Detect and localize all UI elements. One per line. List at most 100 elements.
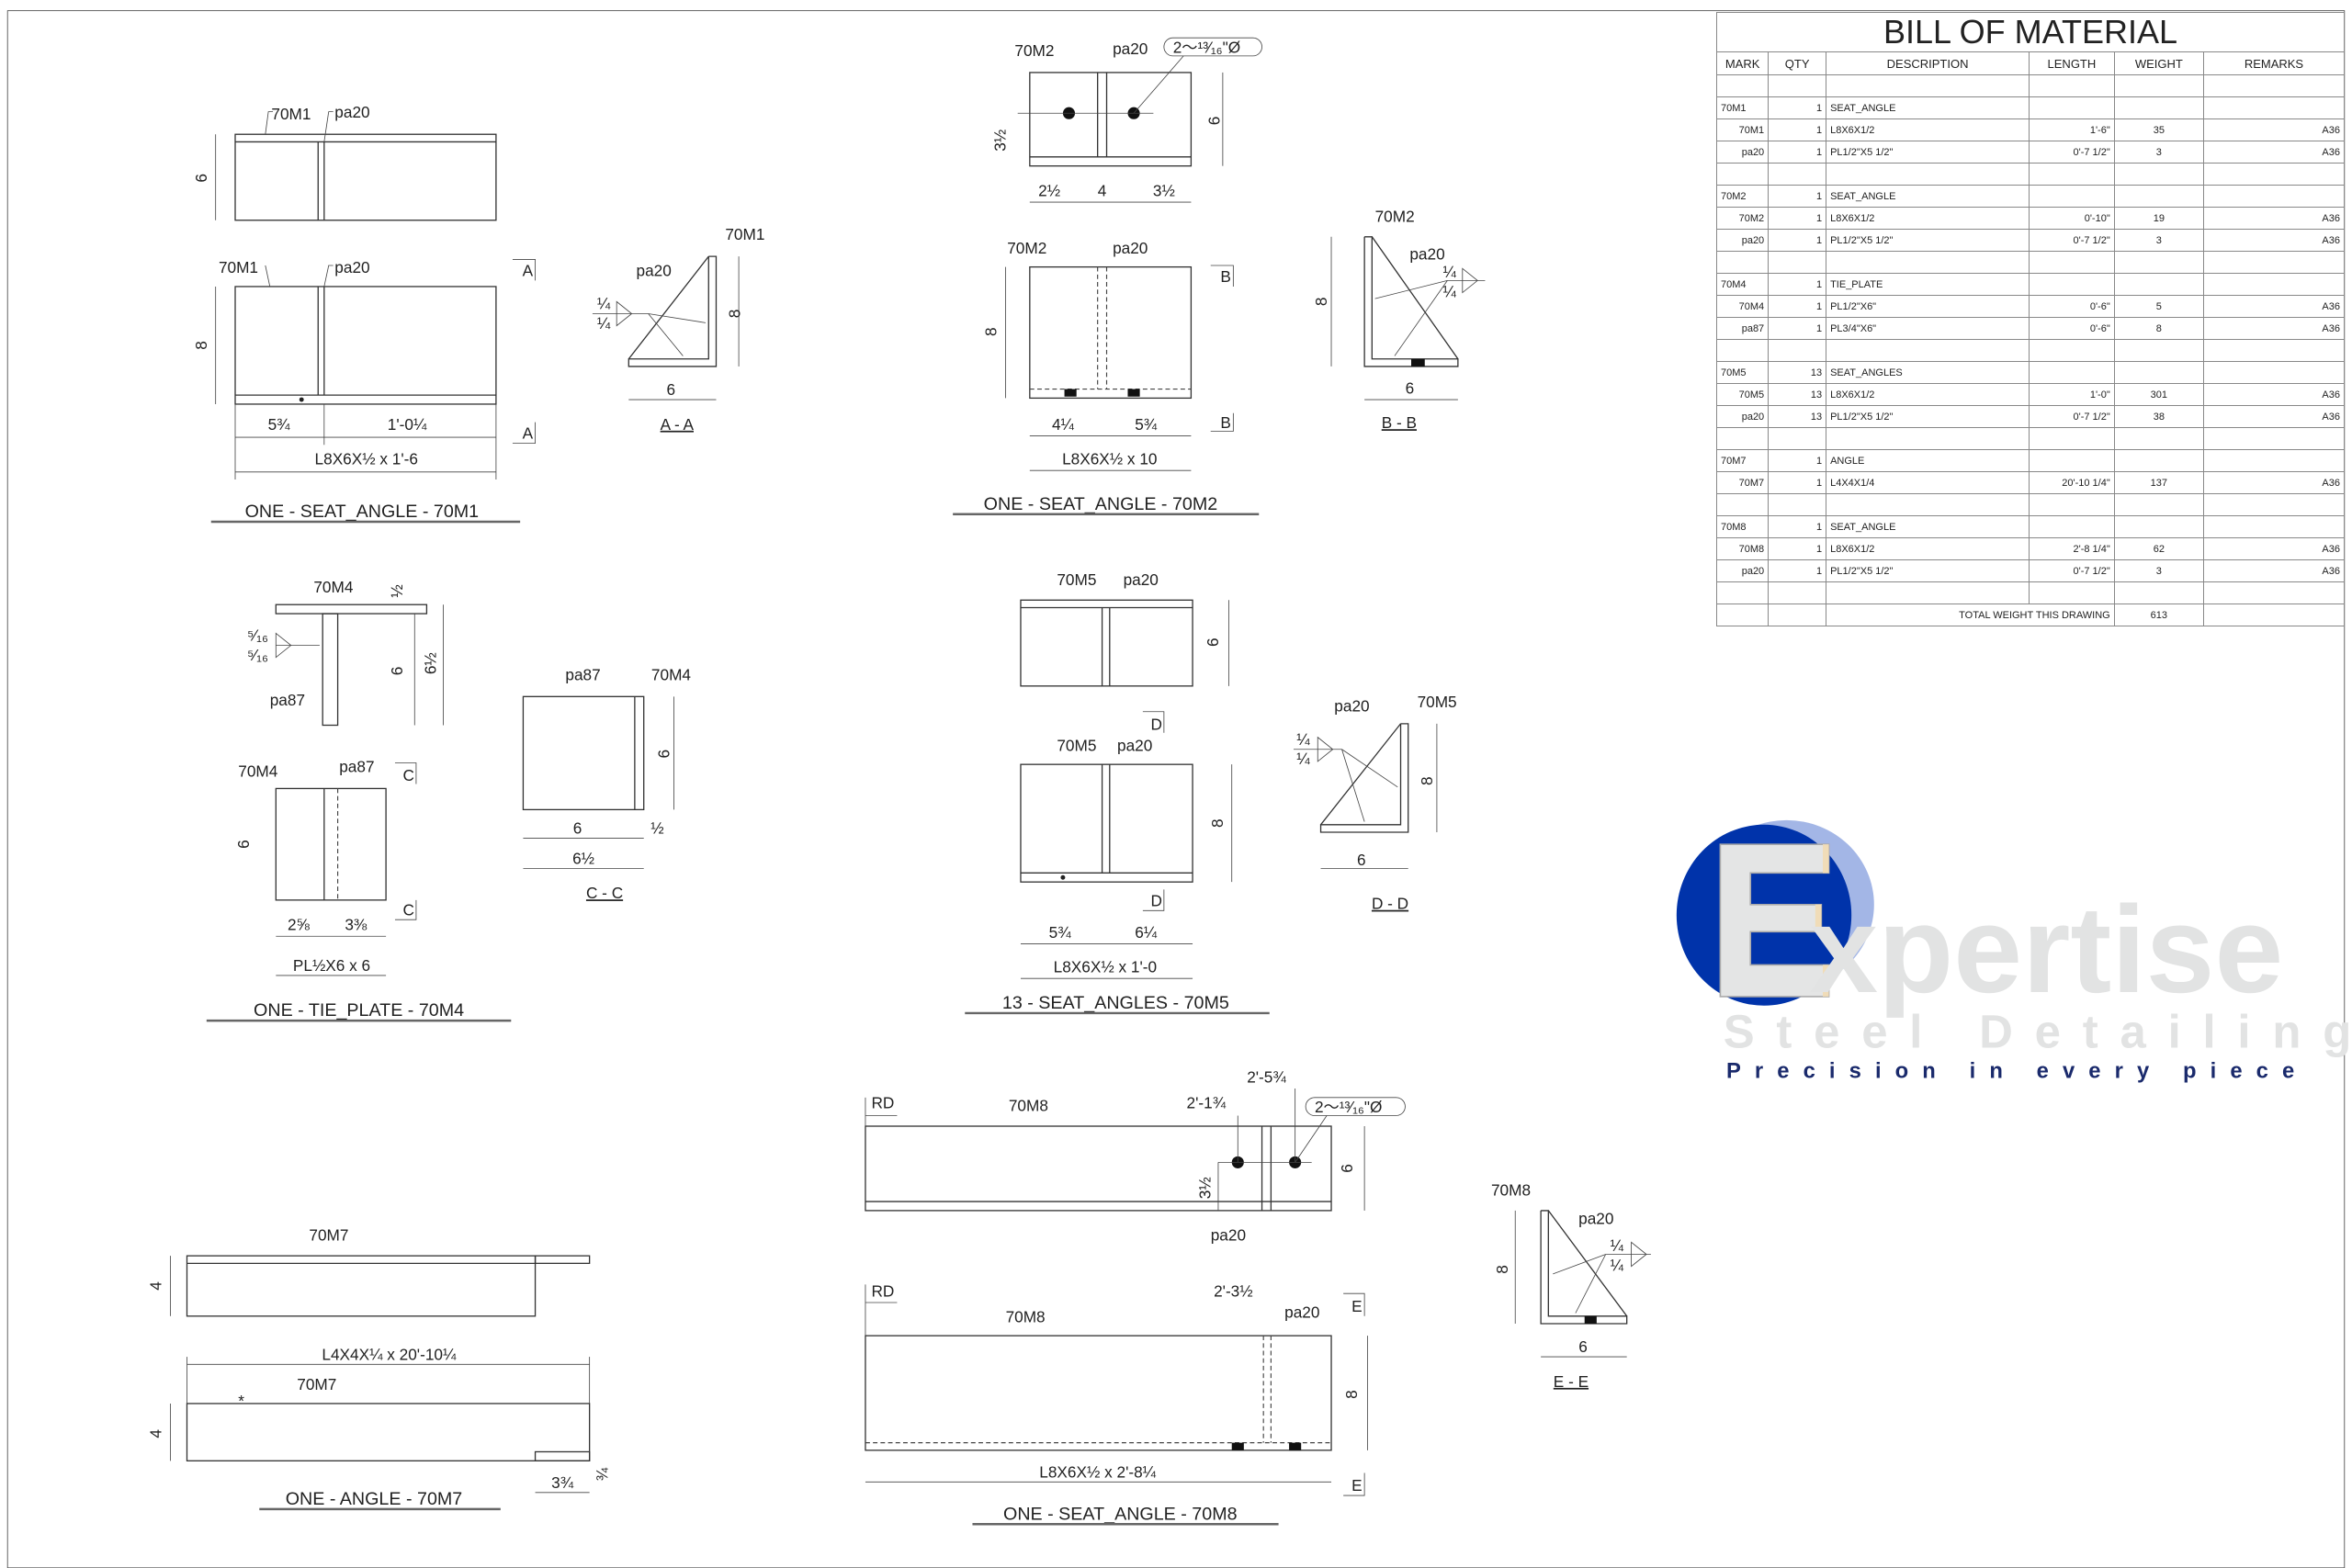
- part-mark-label: 70M5: [1057, 570, 1096, 589]
- member-size-label: L8X6X½ x 1'-0: [1054, 958, 1157, 976]
- table-cell: [1768, 493, 1827, 516]
- member-size-label: PL½X6 x 6: [293, 956, 370, 975]
- section-title: C - C: [586, 884, 623, 902]
- member-size-label: L8X6X½ x 2'-8¼: [1039, 1462, 1156, 1481]
- table-cell: [2029, 251, 2115, 274]
- mark-cell: pa20: [1715, 405, 1770, 428]
- dimension-label: 6: [655, 750, 673, 759]
- weld-size-label: ¼: [1442, 263, 1456, 281]
- dimension-label: 8: [1312, 298, 1330, 307]
- mark-cell: 70M7: [1715, 471, 1770, 494]
- qty-cell: 1: [1768, 141, 1827, 164]
- section-title: B - B: [1382, 413, 1417, 432]
- column-header: REMARKS: [2202, 51, 2346, 75]
- dimension-label: ½: [388, 584, 406, 597]
- plate-mark-label: pa20: [1284, 1303, 1319, 1321]
- detail-title: 13 - SEAT_ANGLES - 70M5: [1002, 993, 1229, 1013]
- plate-mark-label: pa20: [334, 103, 369, 121]
- dimension-label: 6: [1357, 851, 1366, 869]
- mark-cell: 70M4: [1715, 273, 1770, 296]
- part-mark-label: 70M7: [297, 1375, 336, 1393]
- dimension-label: 6: [388, 667, 406, 676]
- dimension-label: 8: [1208, 818, 1227, 828]
- table-cell: [2029, 96, 2115, 119]
- weight-cell: 8: [2113, 317, 2204, 340]
- detail-70m5: 70M5 pa20 6 D 70M5 pa20 8 D 5¾ 6¼ L8X6X½…: [965, 570, 1457, 1015]
- description-cell: PL1/2"X5 1/2": [1826, 229, 2030, 252]
- remarks-cell: A36: [2202, 207, 2346, 230]
- weld-size-label: ⁵⁄₁₆: [247, 626, 268, 645]
- section-marker: A: [523, 424, 534, 443]
- table-cell: [2202, 96, 2346, 119]
- reference-label: RD: [872, 1093, 895, 1111]
- dimension-label: 6½: [572, 849, 594, 867]
- mark-cell: 70M8: [1715, 515, 1770, 538]
- table-cell: [2029, 339, 2115, 362]
- length-cell: 0'-6": [2029, 317, 2115, 340]
- table-cell: [1715, 251, 1770, 274]
- part-mark-label: 70M2: [1375, 207, 1415, 225]
- qty-cell: 1: [1768, 207, 1827, 230]
- description-cell: L8X6X1/2: [1826, 207, 2030, 230]
- weld-size-label: ⁵⁄₁₆: [247, 646, 268, 664]
- table-cell: [2113, 251, 2204, 274]
- dimension-label: 8: [1493, 1265, 1511, 1274]
- table-cell: [2202, 74, 2346, 97]
- remarks-cell: A36: [2202, 317, 2346, 340]
- mark-cell: 70M7: [1715, 449, 1770, 472]
- mark-cell: 70M8: [1715, 537, 1770, 560]
- dimension-label: 6: [666, 380, 675, 399]
- plate-mark-label: pa20: [1113, 239, 1148, 257]
- table-cell: [1768, 74, 1827, 97]
- table-cell: [1768, 163, 1827, 186]
- dimension-label: 3½: [1153, 182, 1175, 200]
- table-row: [1715, 251, 2346, 274]
- length-cell: 20'-10 1/4": [2029, 471, 2115, 494]
- length-cell: 1'-6": [2029, 118, 2115, 141]
- table-cell: [2113, 96, 2204, 119]
- column-header: MARK: [1715, 51, 1770, 75]
- plate-mark-label: pa20: [1117, 736, 1152, 754]
- table-cell: [2202, 163, 2346, 186]
- qty-cell: 1: [1768, 273, 1827, 296]
- mark-cell: 70M5: [1715, 383, 1770, 406]
- table-cell: [2029, 185, 2115, 208]
- dimension-label: 2'-3½: [1214, 1281, 1253, 1300]
- hole-callout: 2～¹³⁄₁₆"Ø: [1315, 1098, 1382, 1116]
- section-marker: B: [1220, 413, 1231, 432]
- description-cell: PL1/2"X5 1/2": [1826, 141, 2030, 164]
- part-mark-label: 70M8: [1006, 1307, 1046, 1325]
- table-cell: [2113, 339, 2204, 362]
- dimension-label: 6: [192, 174, 210, 183]
- dimension-label: 3¾: [551, 1473, 574, 1492]
- dimension-label: 3½: [991, 130, 1010, 152]
- length-cell: 1'-0": [2029, 383, 2115, 406]
- part-mark-label: 70M8: [1491, 1181, 1531, 1200]
- table-cell: [2202, 493, 2346, 516]
- table-cell: [2202, 604, 2346, 626]
- column-header: LENGTH: [2029, 51, 2115, 75]
- part-mark-label: 70M4: [238, 761, 277, 780]
- table-row: [1715, 493, 2346, 516]
- dimension-label: 8: [726, 310, 744, 319]
- description-cell: PL1/2"X6": [1826, 295, 2030, 318]
- mark-cell: 70M1: [1715, 96, 1770, 119]
- part-mark-label: 70M8: [1009, 1097, 1048, 1115]
- table-cell: [2029, 74, 2115, 97]
- dimension-label: 6: [234, 840, 253, 849]
- column-header: WEIGHT: [2113, 51, 2204, 75]
- detail-70m1: 70M1 pa20 6 70M1 pa20 8 5¾ 1'-0¼ L8X6X½ …: [192, 103, 764, 524]
- table-cell: [2029, 427, 2115, 450]
- mark-cell: 70M2: [1715, 185, 1770, 208]
- table-cell: [2202, 581, 2346, 604]
- qty-cell: 1: [1768, 449, 1827, 472]
